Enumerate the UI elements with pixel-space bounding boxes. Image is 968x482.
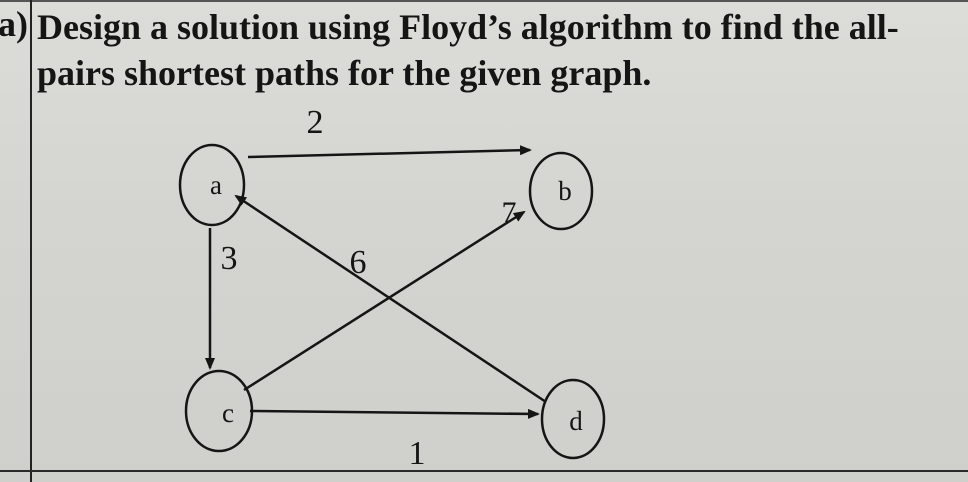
node-a-circle [178,143,246,227]
edge-c-d-line [249,408,540,419]
edge-a-c-weight: 3 [221,240,238,277]
edge-d-a-line [234,194,547,404]
question-line-1: Design a solution using Floyd’s algorith… [37,7,899,47]
edge-c-d-weight: 1 [409,435,426,472]
top-border-line [0,0,968,2]
node-d-circle [540,378,606,460]
edge-d-a-weight: 6 [350,244,367,281]
edge-c-b-weight: 7 [502,196,517,229]
left-border-line [30,0,32,482]
node-d-label: d [569,406,583,436]
edge-a-b-line [247,145,532,159]
bottom-border-line [0,470,968,472]
question-line-2: pairs shortest paths for the given graph… [37,53,652,93]
node-b-circle [528,151,594,231]
node-c-label: c [222,398,234,428]
question-text: Design a solution using Floyd’s algorith… [37,4,937,96]
edge-c-b-line [243,210,526,392]
node-a-label: a [210,170,222,200]
node-c-circle [184,369,254,453]
node-b-label: b [558,176,572,206]
edge-a-b-weight: 2 [307,104,324,141]
question-label: a) [0,4,28,44]
